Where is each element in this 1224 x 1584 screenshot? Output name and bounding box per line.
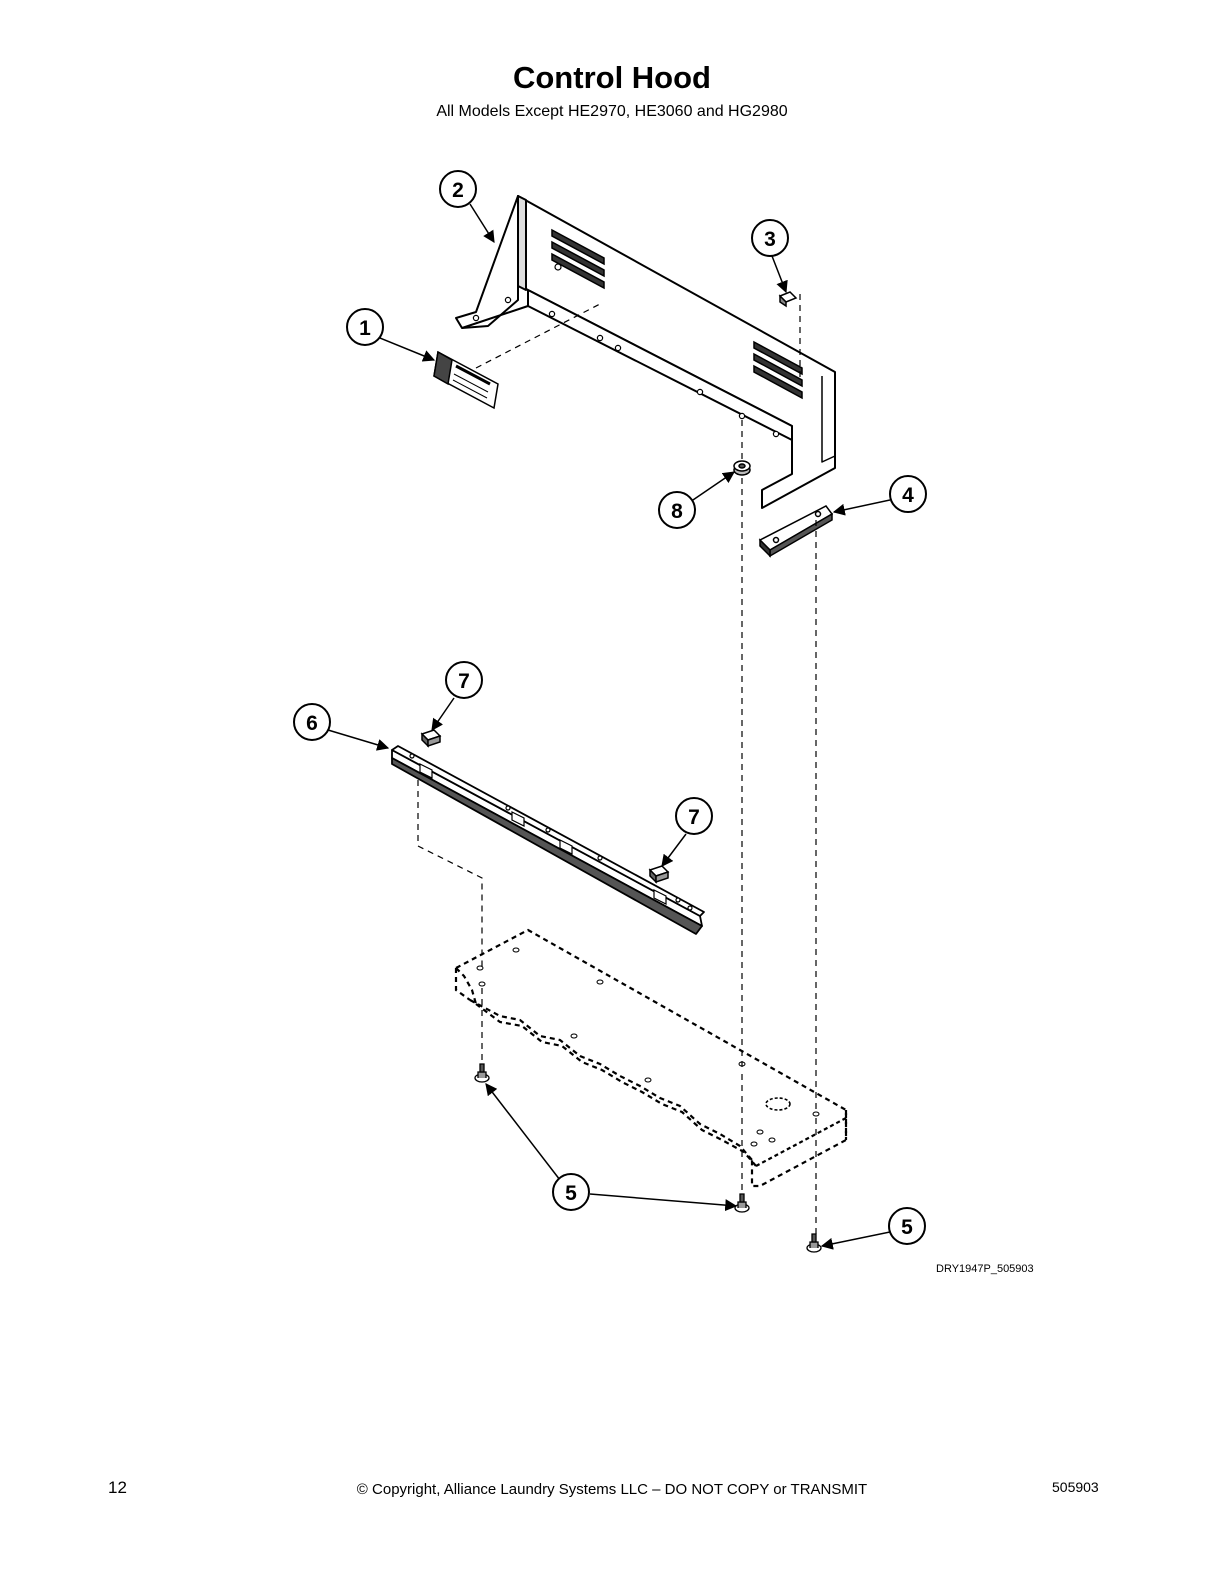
screw-left: [474, 1063, 490, 1083]
page-title: Control Hood: [512, 60, 711, 95]
page-number: 12: [108, 1478, 127, 1497]
svg-text:7: 7: [458, 670, 470, 693]
document-number: 505903: [1052, 1479, 1099, 1495]
screw-center: [734, 1193, 750, 1213]
bracket-plate: [758, 505, 834, 558]
console-top-reference: [454, 928, 848, 1188]
pad-part-upper: [420, 729, 442, 748]
svg-text:1: 1: [359, 317, 371, 340]
page-subtitle: All Models Except HE2970, HE3060 and HG2…: [436, 103, 788, 120]
clip-part: [778, 291, 798, 308]
callout-4: 4: [889, 475, 927, 513]
svg-text:7: 7: [688, 806, 700, 829]
svg-text:3: 3: [764, 228, 776, 251]
callout-6: 6: [293, 703, 331, 741]
rail-tabs: [409, 753, 693, 911]
svg-text:2: 2: [452, 179, 464, 202]
callout-1: 1: [346, 308, 384, 346]
console-top-holes: [476, 947, 820, 1147]
callout-3: 3: [751, 219, 789, 257]
callout-2: 2: [439, 170, 477, 208]
callout-5-right: 5: [888, 1207, 926, 1245]
pad-part-lower: [648, 865, 670, 884]
warning-label: [433, 350, 499, 410]
figure-id: DRY1947P_505903: [936, 1263, 1034, 1275]
callout-leaders: [327, 203, 891, 1250]
assembly-lines: [417, 294, 817, 1234]
svg-text:5: 5: [565, 1182, 577, 1205]
screw-right: [806, 1233, 822, 1253]
svg-text:8: 8: [671, 500, 683, 523]
hood-mounting-holes: [472, 263, 780, 438]
callout-7-lower: 7: [675, 797, 713, 835]
svg-text:4: 4: [902, 484, 914, 507]
copyright-notice: © Copyright, Alliance Laundry Systems LL…: [356, 1481, 868, 1498]
control-hood-panel: [455, 195, 836, 509]
callout-8: 8: [658, 491, 696, 529]
support-rail: [391, 745, 705, 935]
hood-vent-slots: [551, 228, 803, 400]
callout-7-upper: 7: [445, 661, 483, 699]
callout-5-left: 5: [552, 1173, 590, 1211]
svg-text:6: 6: [306, 712, 318, 735]
svg-text:5: 5: [901, 1216, 913, 1239]
grommet-part: [733, 460, 751, 476]
